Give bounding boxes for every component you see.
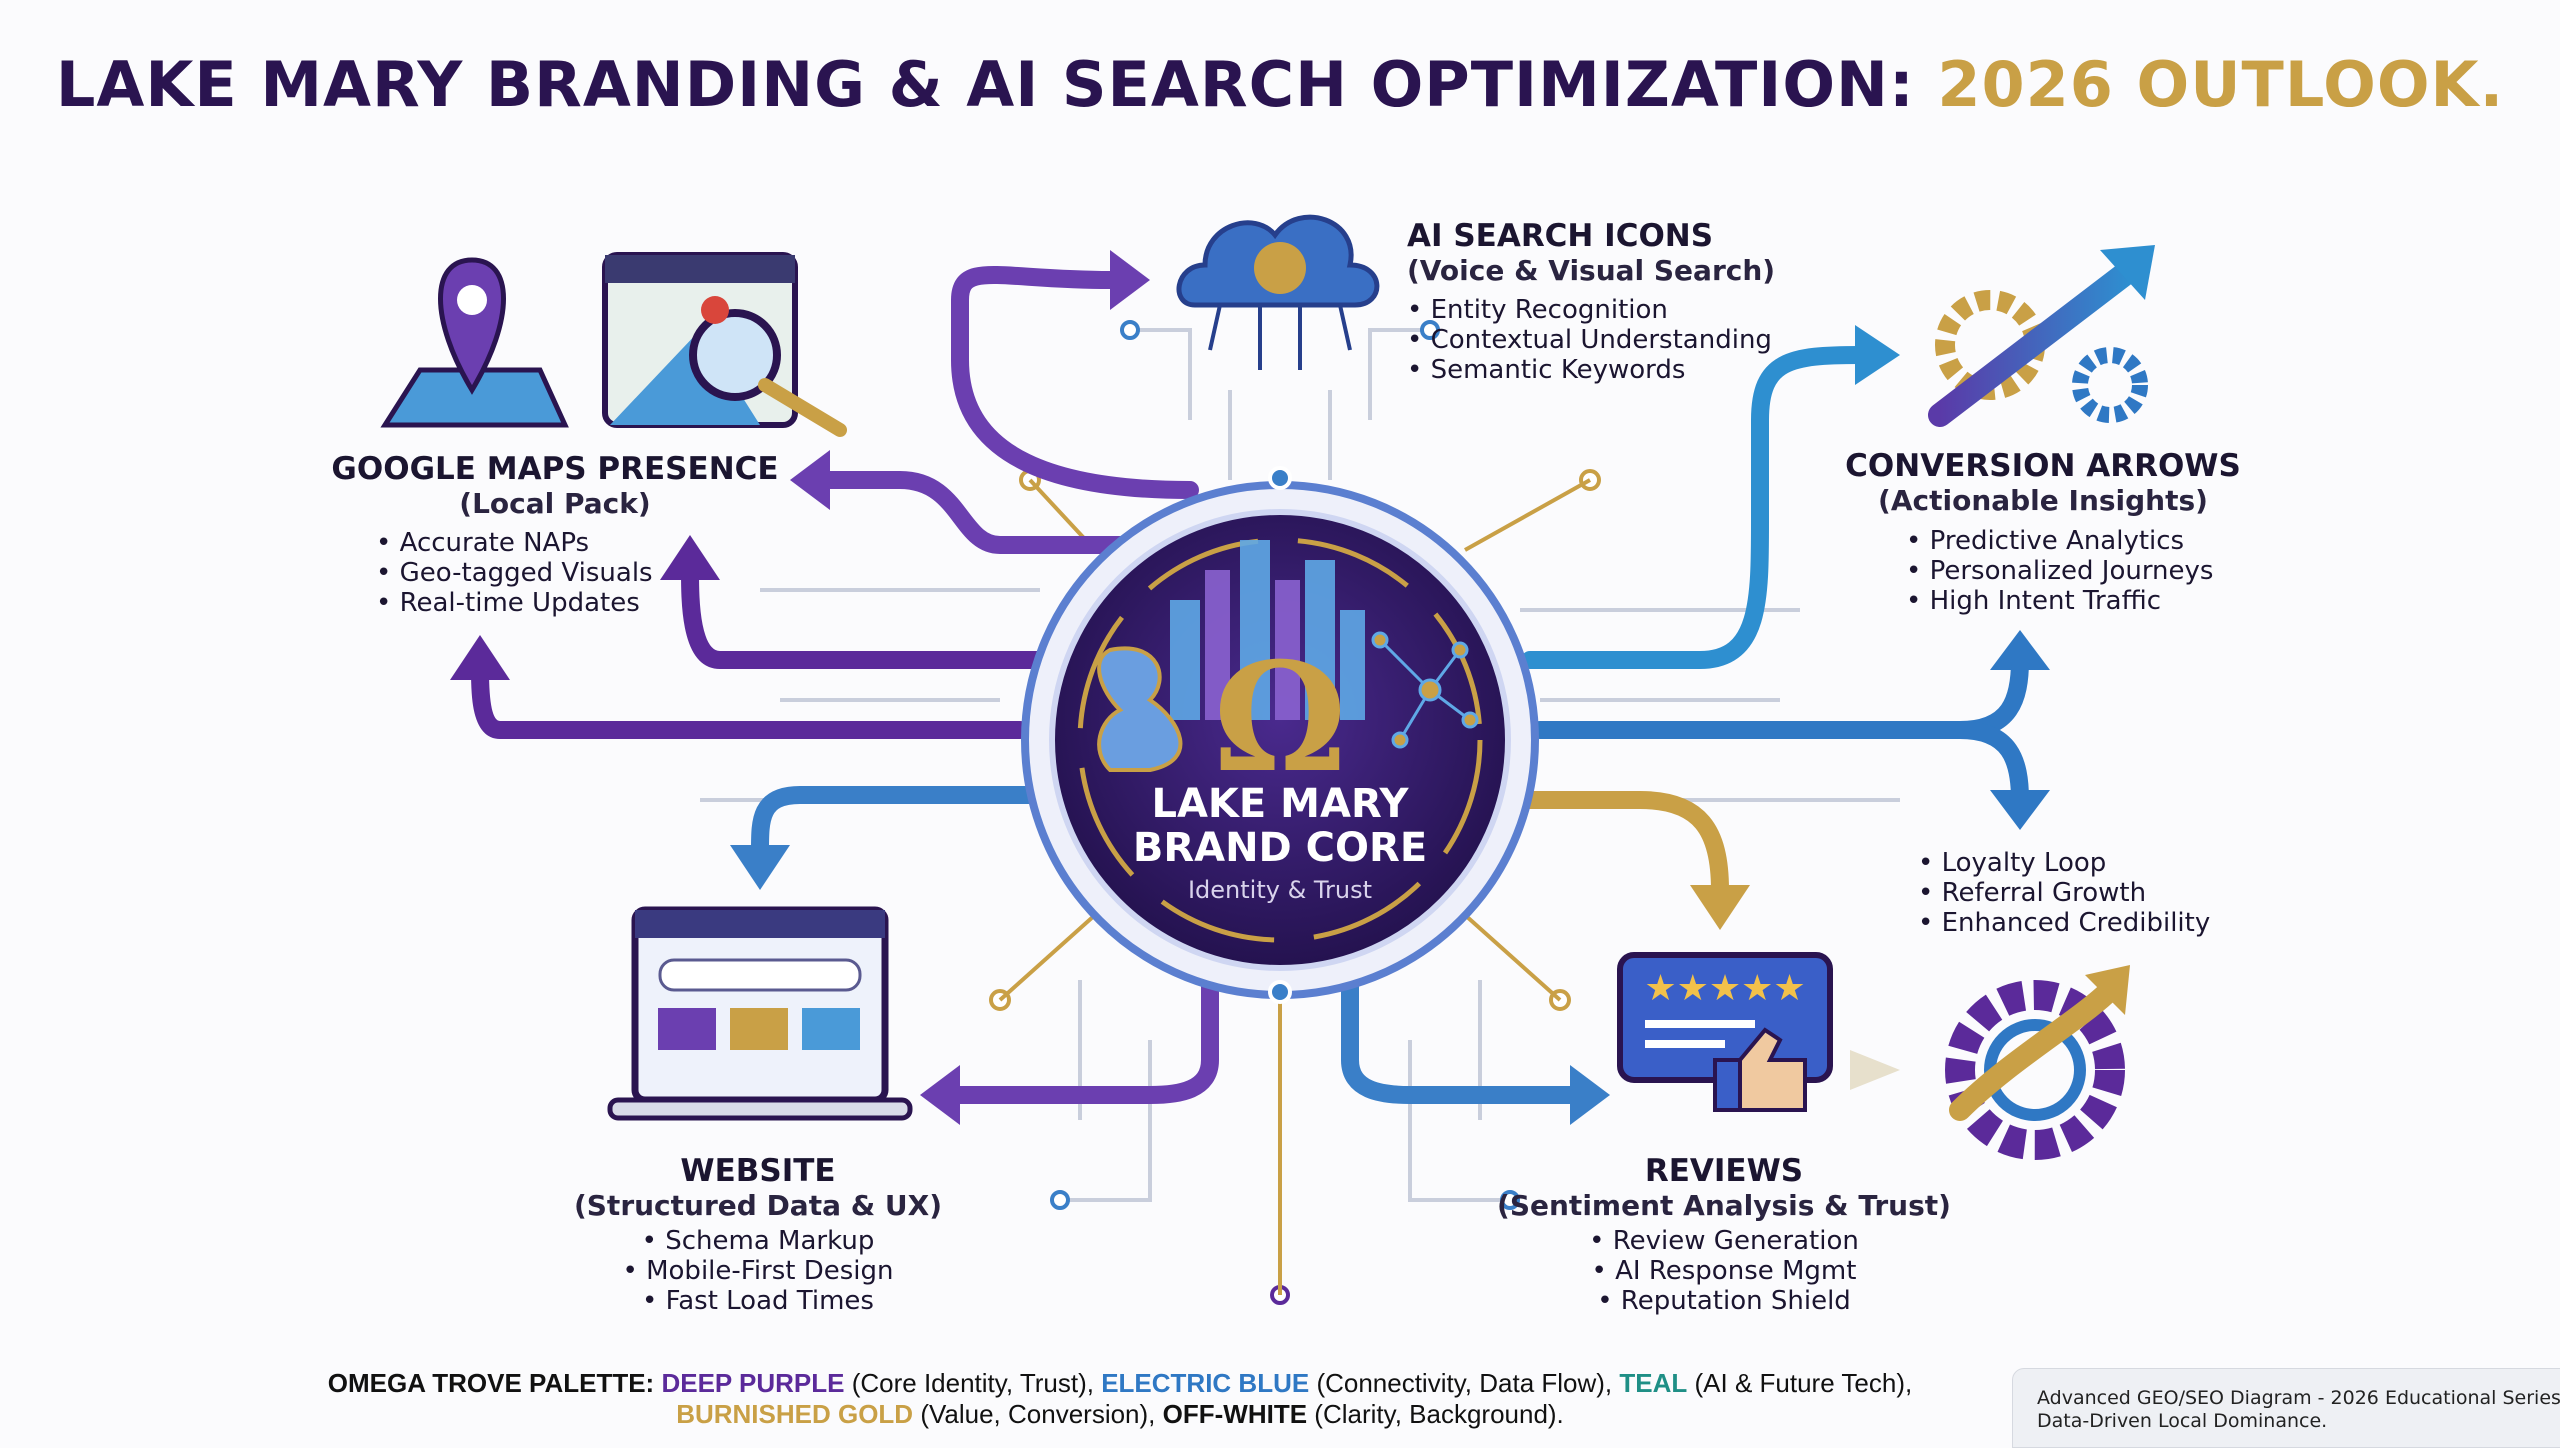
palette-name: BURNISHED GOLD xyxy=(676,1399,914,1429)
title-highlight: 2026 OUTLOOK. xyxy=(1937,48,2505,121)
arrow-to-website xyxy=(751,786,1049,859)
list-item: Referral Growth xyxy=(1918,878,2210,908)
palette-name: TEAL xyxy=(1619,1368,1688,1398)
list-item: Predictive Analytics xyxy=(1906,526,2213,556)
palette-name: OFF-WHITE xyxy=(1162,1399,1308,1429)
reviews-title: REVIEWS xyxy=(1644,1153,1804,1189)
reviews-subtitle: (Sentiment Analysis & Trust) xyxy=(1497,1189,1951,1222)
core-title-line2: BRAND CORE xyxy=(1132,825,1428,871)
conversion-title: CONVERSION ARROWS xyxy=(1845,448,2241,484)
google-maps-search-icon xyxy=(602,252,847,437)
flow-arrows xyxy=(471,266,2029,1104)
list-item: Reputation Shield xyxy=(1474,1286,1974,1316)
loyalty-list: Loyalty Loop Referral Growth Enhanced Cr… xyxy=(1918,848,2211,938)
arrow-to-maps xyxy=(811,471,1149,554)
list-item: High Intent Traffic xyxy=(1906,586,2213,616)
list-item: Accurate NAPs xyxy=(376,528,653,558)
arrow-to-website-2 xyxy=(941,966,1219,1104)
list-item: Fast Load Times xyxy=(508,1286,1008,1316)
reviews-block: REVIEWS (Sentiment Analysis & Trust) Rev… xyxy=(1474,1153,1974,1316)
list-item: Real-time Updates xyxy=(376,588,653,618)
gear-arrow-loop-icon xyxy=(1945,965,2130,1160)
palette-desc: (Core Identity, Trust), xyxy=(851,1368,1094,1398)
palette-desc: (Clarity, Background). xyxy=(1314,1399,1564,1429)
ai-search-title: AI SEARCH ICONS xyxy=(1407,218,1714,254)
city-skyline-icon xyxy=(1170,540,1365,720)
list-item: Enhanced Credibility xyxy=(1918,908,2211,938)
brand-core-emblem: Ω xyxy=(1021,466,1539,1004)
list-item: Entity Recognition xyxy=(1407,295,1775,325)
arrow-heads xyxy=(450,250,2050,1125)
list-item: Personalized Journeys xyxy=(1906,556,2214,586)
cloud-brain-icon xyxy=(1176,214,1380,370)
arrow-to-reviews xyxy=(1341,966,1589,1104)
neural-network-icon xyxy=(1371,631,1479,749)
arrow-to-reviews-gold xyxy=(1511,791,1729,899)
omega-icon: Ω xyxy=(1213,630,1347,806)
laptop-icon xyxy=(607,906,913,1121)
ai-search-subtitle: (Voice & Visual Search) xyxy=(1407,254,1776,287)
google-maps-title: GOOGLE MAPS PRESENCE xyxy=(331,451,779,487)
palette-name: ELECTRIC BLUE xyxy=(1101,1368,1310,1398)
arrow-to-ai-search xyxy=(951,266,1199,499)
conversion-subtitle: (Actionable Insights) xyxy=(1878,484,2208,517)
list-item: Loyalty Loop xyxy=(1918,848,2210,878)
palette-desc: (AI & Future Tech), xyxy=(1694,1368,1913,1398)
core-subtitle: Identity & Trust xyxy=(1187,876,1373,904)
website-title: WEBSITE xyxy=(680,1153,836,1189)
website-block: WEBSITE (Structured Data & UX) Schema Ma… xyxy=(508,1153,1008,1316)
website-subtitle: (Structured Data & UX) xyxy=(573,1189,943,1222)
review-stars-thumbs-up-icon: ★★★★★ xyxy=(1617,952,1833,1112)
title-main: LAKE MARY BRANDING & AI SEARCH OPTIMIZAT… xyxy=(55,48,1915,121)
list-item: Schema Markup xyxy=(508,1226,1008,1256)
list-item: Review Generation xyxy=(1474,1226,1974,1256)
palette-name: DEEP PURPLE xyxy=(661,1368,845,1398)
list-item: Contextual Understanding xyxy=(1407,325,1775,355)
arrow-down-loyalty xyxy=(1951,721,2029,809)
list-item: Geo-tagged Visuals xyxy=(376,558,653,588)
footer-line2: Data-Driven Local Dominance. xyxy=(2037,1410,2328,1432)
google-maps-block: GOOGLE MAPS PRESENCE (Local Pack) xyxy=(305,451,805,520)
ai-search-block: AI SEARCH ICONS (Voice & Visual Search) … xyxy=(1407,218,1775,385)
page-title: LAKE MARY BRANDING & AI SEARCH OPTIMIZAT… xyxy=(0,48,2560,121)
list-item: Semantic Keywords xyxy=(1407,355,1775,385)
arrow-to-conversion xyxy=(1521,346,1869,669)
arrow-up-conversion xyxy=(1531,651,2029,739)
palette-desc: (Connectivity, Data Flow), xyxy=(1316,1368,1613,1398)
conversion-block: CONVERSION ARROWS (Actionable Insights) xyxy=(1793,448,2293,517)
footer-line1: Advanced GEO/SEO Diagram - 2026 Educatio… xyxy=(2037,1387,2560,1409)
list-item: AI Response Mgmt xyxy=(1474,1256,1974,1286)
map-pin-icon xyxy=(380,257,569,428)
gears-arrow-icon xyxy=(1928,245,2155,427)
list-item: Mobile-First Design xyxy=(508,1256,1008,1286)
core-title-line1: LAKE MARY xyxy=(1151,781,1409,827)
google-maps-list: Accurate NAPs Geo-tagged Visuals Real-ti… xyxy=(376,528,653,618)
conversion-list: Predictive Analytics Personalized Journe… xyxy=(1906,526,2214,616)
footer-note: Advanced GEO/SEO Diagram - 2026 Educatio… xyxy=(2012,1368,2560,1448)
palette-label: OMEGA TROVE PALETTE: xyxy=(327,1368,655,1398)
arrow-up-maps-1 xyxy=(681,561,1049,669)
palette-desc: (Value, Conversion), xyxy=(920,1399,1156,1429)
svg-text:★★★★★: ★★★★★ xyxy=(1644,968,1805,1009)
google-maps-subtitle: (Local Pack) xyxy=(459,487,651,520)
palette-legend: OMEGA TROVE PALETTE: DEEP PURPLE (Core I… xyxy=(260,1368,1980,1430)
lake-icon xyxy=(1097,646,1183,772)
